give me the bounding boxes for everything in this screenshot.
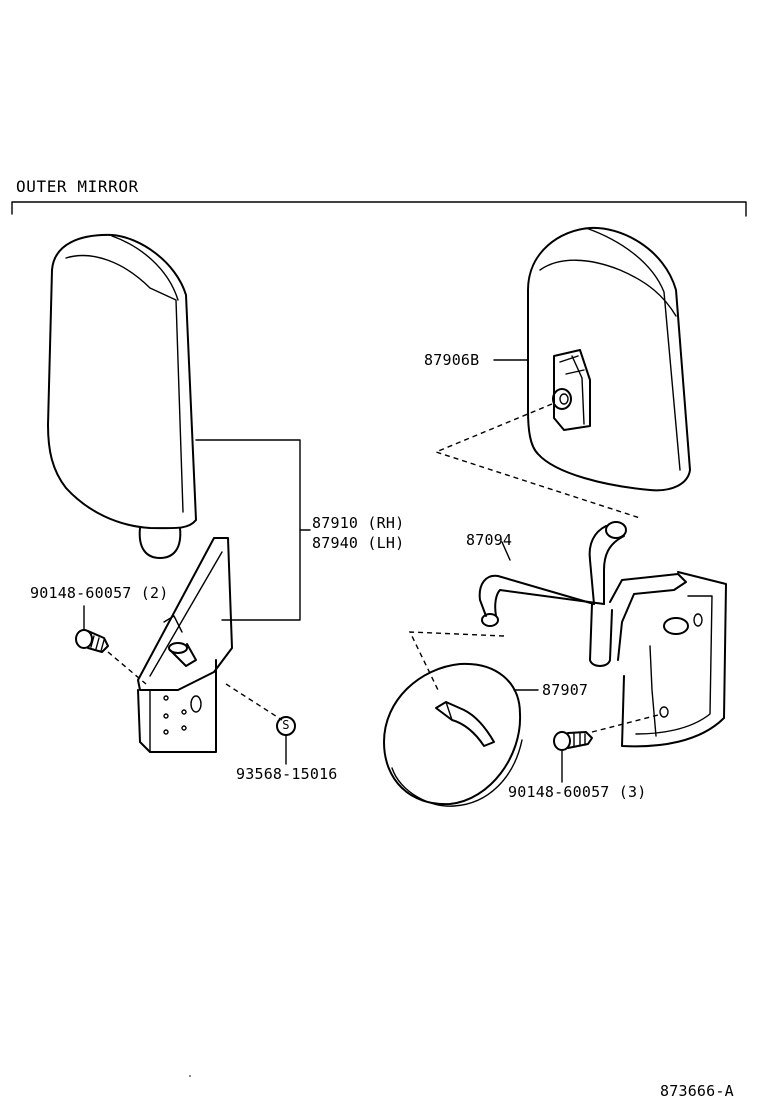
left-screw: [75, 629, 109, 653]
label-cover: 87906B: [424, 351, 480, 369]
label-mirror-assy-lh: 87940 (LH): [312, 534, 405, 552]
lens-dashed-line: [408, 631, 505, 691]
label-mirror-assy-rh: 87910 (RH): [312, 514, 405, 532]
left-mirror-head: [47, 233, 197, 559]
drawing-number: 873666-A: [660, 1082, 734, 1100]
screw-right-dashed-line: [591, 713, 663, 733]
stray-dot: [189, 1075, 191, 1077]
mirror-assy-leader: [195, 439, 301, 621]
section-title: OUTER MIRROR: [16, 177, 139, 196]
mirror-lens: [383, 662, 523, 807]
label-screw-left: 90148-60057 (2): [30, 584, 169, 602]
label-clip: 93568-15016: [236, 765, 338, 783]
left-mirror-bracket: [137, 537, 233, 753]
right-screw: [553, 731, 593, 751]
stay-leader: [501, 541, 511, 561]
screw-left-dashed-line: [107, 651, 147, 685]
label-mirror-lens: 87907: [542, 681, 589, 699]
label-clip-symbol: S: [282, 718, 290, 732]
mirror-base: [621, 571, 727, 748]
mirror-stay: [478, 521, 687, 667]
label-screw-right: 90148-60057 (3): [508, 783, 647, 801]
right-mirror-cover: [527, 226, 691, 492]
label-stay: 87094: [466, 531, 513, 549]
cover-dashed-line: [433, 403, 641, 519]
section-bracket: [11, 201, 747, 217]
clip-dashed-line: [225, 683, 283, 721]
